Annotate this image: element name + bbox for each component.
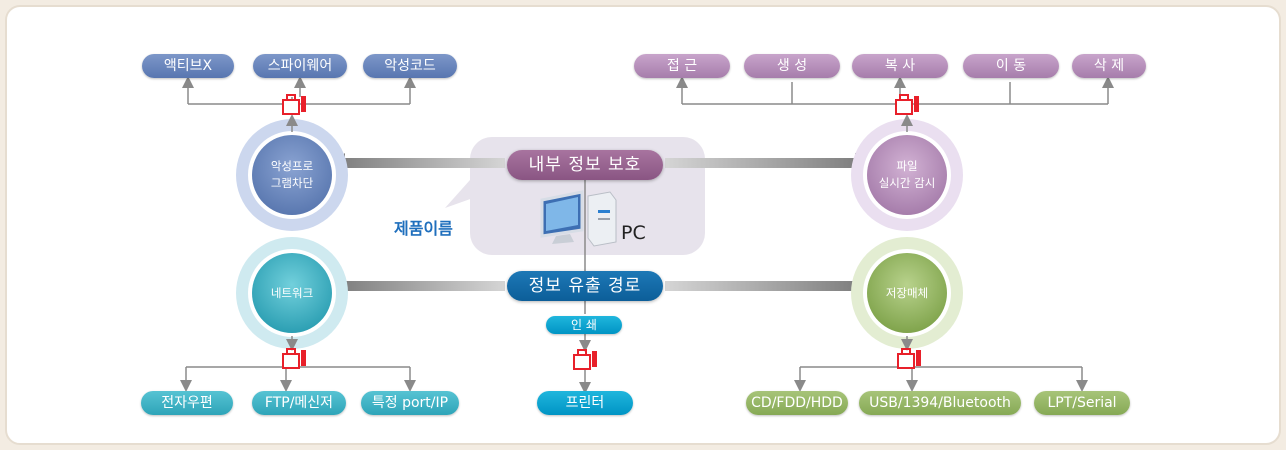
- arrow-icon: [332, 153, 868, 296]
- lock-icon: [282, 94, 306, 115]
- hub-storage-label: 저장매체: [885, 286, 929, 300]
- lock-icon: [573, 349, 597, 370]
- lock-icon: [895, 94, 919, 115]
- pill-delete: 삭 제: [1072, 54, 1146, 78]
- pill-move: 이 동: [963, 54, 1059, 78]
- product-name-label: 제품이름: [394, 219, 453, 238]
- hub-file-monitor-label: 파일 실시간 감시: [867, 158, 947, 192]
- pill-email: 전자우편: [141, 391, 233, 415]
- pill-print: 인 쇄: [546, 316, 622, 334]
- pill-malicious-code: 악성코드: [363, 54, 457, 78]
- hub-file-monitor-line-1: 파일: [896, 159, 918, 173]
- pill-printer: 프린터: [537, 391, 633, 415]
- pill-ftp-messenger: FTP/메신저: [252, 391, 346, 415]
- hub-network: [236, 237, 348, 349]
- hub-malware-line-1: 악성프로: [270, 159, 314, 173]
- pill-copy: 복 사: [852, 54, 948, 78]
- pc-icon: [540, 190, 617, 247]
- hub-network-label: 네트워크: [270, 286, 314, 300]
- hub-malware-label: 악성프로 그램차단: [252, 158, 332, 192]
- lock-icon: [897, 348, 921, 369]
- hub-storage: [851, 237, 963, 349]
- hub-file-monitor-line-2: 실시간 감시: [878, 176, 936, 190]
- hub-file-monitor: [851, 119, 963, 231]
- pill-usb-bluetooth: USB/1394/Bluetooth: [859, 391, 1021, 415]
- pill-port-ip: 특정 port/IP: [361, 391, 459, 415]
- internal-protection-banner: 내부 정보 보호: [507, 150, 663, 180]
- pill-spyware: 스파이웨어: [253, 54, 347, 78]
- pill-activex: 액티브X: [142, 54, 234, 78]
- callout-tail: [445, 180, 490, 208]
- connectors-bottom-right: [794, 336, 1088, 392]
- pill-lpt-serial: LPT/Serial: [1034, 391, 1130, 415]
- pc-label: PC: [621, 222, 646, 244]
- pill-create: 생 성: [744, 54, 840, 78]
- leak-path-banner: 정보 유출 경로: [507, 271, 663, 301]
- hub-malware-line-2: 그램차단: [270, 176, 314, 190]
- pill-cd-fdd-hdd: CD/FDD/HDD: [746, 391, 848, 415]
- pill-access: 접 근: [634, 54, 730, 78]
- lock-icon: [282, 348, 306, 369]
- hub-malware-block: [236, 119, 348, 231]
